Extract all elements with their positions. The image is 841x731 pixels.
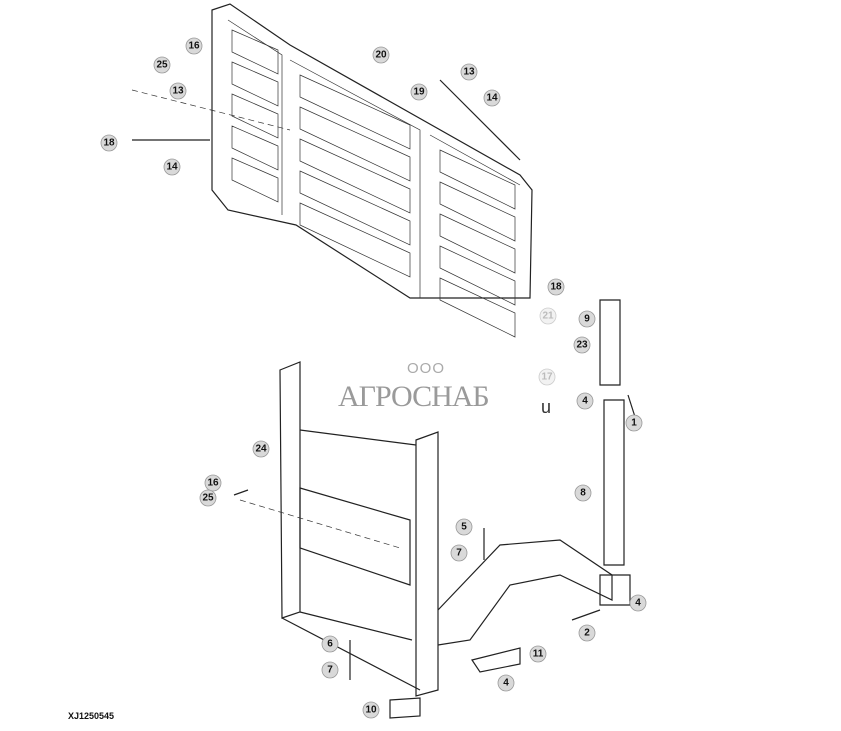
callout-11: 11 bbox=[529, 645, 547, 663]
svg-text:9: 9 bbox=[584, 314, 590, 325]
svg-text:16: 16 bbox=[207, 478, 219, 489]
svg-text:24: 24 bbox=[255, 444, 267, 455]
svg-text:17: 17 bbox=[541, 372, 553, 383]
svg-text:7: 7 bbox=[327, 665, 333, 676]
svg-text:25: 25 bbox=[202, 493, 214, 504]
grille-slat bbox=[439, 149, 516, 210]
grille-slat bbox=[231, 93, 279, 139]
grille-slat bbox=[231, 29, 279, 75]
callout-17: 17 bbox=[538, 368, 556, 386]
svg-text:1: 1 bbox=[631, 418, 637, 429]
svg-text:10: 10 bbox=[365, 705, 377, 716]
callout-24: 24 bbox=[252, 440, 270, 458]
callout-21: 21 bbox=[539, 307, 557, 325]
watermark-name: АГРОСНАБ bbox=[338, 380, 490, 413]
callout-20: 20 bbox=[372, 46, 390, 64]
grille-slat bbox=[231, 157, 279, 203]
figure-id: XJ1250545 bbox=[68, 711, 115, 721]
grille-slat bbox=[231, 61, 279, 107]
svg-text:2: 2 bbox=[584, 628, 590, 639]
svg-text:4: 4 bbox=[503, 678, 509, 689]
svg-text:18: 18 bbox=[103, 138, 115, 149]
callout-13: 13 bbox=[460, 63, 478, 81]
callout-14: 14 bbox=[483, 89, 501, 107]
callout-16: 16 bbox=[185, 37, 203, 55]
callout-1: 1 bbox=[625, 414, 643, 432]
grille-slat bbox=[439, 213, 516, 274]
svg-text:21: 21 bbox=[542, 311, 554, 322]
svg-text:13: 13 bbox=[172, 86, 184, 97]
grille-panel bbox=[211, 3, 533, 338]
svg-text:18: 18 bbox=[550, 282, 562, 293]
svg-text:16: 16 bbox=[188, 41, 200, 52]
callout-9: 9 bbox=[578, 310, 596, 328]
callout-13: 13 bbox=[169, 82, 187, 100]
svg-text:4: 4 bbox=[582, 396, 588, 407]
callout-6: 6 bbox=[321, 635, 339, 653]
svg-text:4: 4 bbox=[635, 598, 641, 609]
grille-slat bbox=[439, 245, 516, 306]
callout-16: 16 bbox=[204, 474, 222, 492]
callout-7: 7 bbox=[321, 661, 339, 679]
callout-5: 5 bbox=[455, 518, 473, 536]
watermark-suffix: u bbox=[541, 397, 552, 417]
callout-19: 19 bbox=[410, 83, 428, 101]
svg-text:25: 25 bbox=[156, 60, 168, 71]
svg-text:11: 11 bbox=[533, 649, 544, 660]
svg-text:13: 13 bbox=[463, 67, 475, 78]
callout-2: 2 bbox=[578, 624, 596, 642]
callout-25: 25 bbox=[153, 56, 171, 74]
callout-14: 14 bbox=[163, 158, 181, 176]
grille-slat bbox=[299, 138, 411, 214]
svg-text:14: 14 bbox=[486, 93, 498, 104]
callout-23: 23 bbox=[573, 336, 591, 354]
callout-4: 4 bbox=[576, 392, 594, 410]
watermark-prefix: ООО bbox=[407, 360, 446, 377]
svg-text:6: 6 bbox=[327, 639, 333, 650]
callout-18: 18 bbox=[547, 278, 565, 296]
grille-slat bbox=[439, 181, 516, 242]
grille-slat bbox=[299, 74, 411, 150]
svg-text:8: 8 bbox=[580, 488, 586, 499]
svg-text:19: 19 bbox=[413, 87, 425, 98]
frame-assembly bbox=[131, 79, 637, 719]
callout-18: 18 bbox=[100, 134, 118, 152]
grille-slat bbox=[299, 202, 411, 278]
svg-text:20: 20 bbox=[375, 50, 387, 61]
callout-10: 10 bbox=[362, 701, 380, 719]
callout-8: 8 bbox=[574, 484, 592, 502]
callout-4: 4 bbox=[497, 674, 515, 692]
svg-text:5: 5 bbox=[461, 522, 467, 533]
callout-labels: 1625131814201913141892123174124816255742… bbox=[100, 37, 647, 719]
grille-slat bbox=[439, 277, 516, 338]
svg-text:14: 14 bbox=[166, 162, 178, 173]
callout-7: 7 bbox=[450, 544, 468, 562]
grille-slat bbox=[231, 125, 279, 171]
svg-text:23: 23 bbox=[576, 340, 588, 351]
grille-slat bbox=[299, 106, 411, 182]
grille-slat bbox=[299, 170, 411, 246]
svg-text:7: 7 bbox=[456, 548, 462, 559]
callout-25: 25 bbox=[199, 489, 217, 507]
callout-4: 4 bbox=[629, 594, 647, 612]
